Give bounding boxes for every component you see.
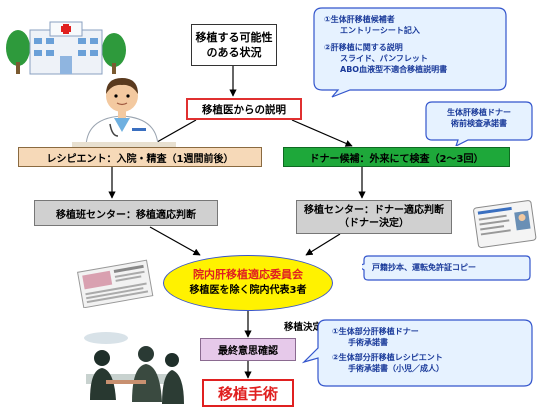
surgery-label: 移植手術	[217, 384, 278, 403]
team-center-box: 移植班センター：移植適応判断	[34, 200, 218, 226]
donor-center-box: 移植センター：ドナー適応判断 （ドナー決定）	[296, 200, 452, 234]
team-center-label: 移植班センター：移植適応判断	[56, 209, 196, 221]
final-confirmation-label: 最終意思確認	[218, 346, 278, 357]
start-line-2: のある状況	[206, 46, 262, 59]
entry-line-1: ①生体肝移植候補者	[324, 15, 395, 24]
arrow-team-to-committee	[149, 226, 201, 256]
final-confirmation-box: 最終意思確認	[200, 338, 296, 361]
donor-consent-line-2: 術前検査承諾書	[451, 119, 507, 128]
surgery-box: 移植手術	[202, 379, 294, 407]
donor-box: ドナー候補：外来にて検査（2～3回）	[283, 147, 510, 167]
surgery-consent-line-1: ①生体部分肝移植ドナー	[332, 327, 419, 336]
surgery-consent-line-4: 手術承諾書（小児／成人）	[348, 364, 444, 373]
entry-line-3: ②肝移植に関する説明	[324, 43, 403, 52]
surgery-consent-line-3: ②生体部分肝移植レシピエント	[332, 353, 443, 362]
documents-callout: 戸籍抄本、運転免許証コピー	[362, 252, 532, 282]
recipient-label: レシピエント：入院・精査（1週間前後）	[46, 153, 234, 165]
doctor-icon	[72, 72, 176, 149]
donor-center-line-1: 移植センター：ドナー適応判断	[304, 205, 444, 216]
explanation-label: 移植医からの説明	[202, 103, 286, 116]
id-card-icon	[472, 196, 538, 256]
surgery-consent-text: ①生体部分肝移植ドナー 手術承諾書 ②生体部分肝移植レシピエント 手術承諾書（小…	[332, 326, 444, 374]
committee-subtitle: 移植医を除く院内代表3者	[189, 285, 307, 296]
donor-consent-callout: 生体肝移植ドナー 術前検査承諾書	[424, 100, 534, 146]
start-line-1: 移植する可能性	[195, 31, 273, 44]
explanation-box: 移植医からの説明	[186, 98, 302, 120]
newspaper-icon	[72, 258, 158, 309]
documents-text: 戸籍抄本、運転免許証コピー	[372, 263, 476, 272]
arrow-explain-to-donor	[291, 119, 353, 147]
entry-line-2: エントリーシート記入	[340, 26, 420, 35]
entry-line-5: ABO血液型不適合移植説明書	[340, 65, 448, 74]
donor-consent-line-1: 生体肝移植ドナー	[447, 108, 511, 117]
surgery-scene-icon	[76, 330, 186, 410]
donor-consent-text: 生体肝移植ドナー 術前検査承諾書	[434, 107, 524, 129]
committee-title: 院内肝移植適応委員会	[193, 268, 303, 281]
entry-line-4: スライド、パンフレット	[340, 54, 428, 63]
surgery-consent-callout: ①生体部分肝移植ドナー 手術承諾書 ②生体部分肝移植レシピエント 手術承諾書（小…	[302, 318, 534, 390]
recipient-box: レシピエント：入院・精査（1週間前後）	[18, 147, 262, 167]
donor-label: ドナー候補：外来にて検査（2～3回）	[309, 153, 484, 165]
committee-ellipse: 院内肝移植適応委員会 移植医を除く院内代表3者	[163, 255, 333, 311]
entry-documents-callout: ①生体肝移植候補者 エントリーシート記入 ②肝移植に関する説明 スライド、パンフ…	[310, 6, 510, 98]
hospital-icon	[4, 18, 128, 80]
entry-documents-text: ①生体肝移植候補者 エントリーシート記入 ②肝移植に関する説明 スライド、パンフ…	[324, 14, 447, 75]
decision-label: 移植決定	[284, 322, 323, 333]
arrow-center-to-committee	[305, 233, 341, 256]
start-box: 移植する可能性 のある状況	[191, 24, 277, 66]
surgery-consent-line-2: 手術承諾書	[348, 338, 388, 347]
donor-center-line-2: （ドナー決定）	[339, 218, 409, 229]
